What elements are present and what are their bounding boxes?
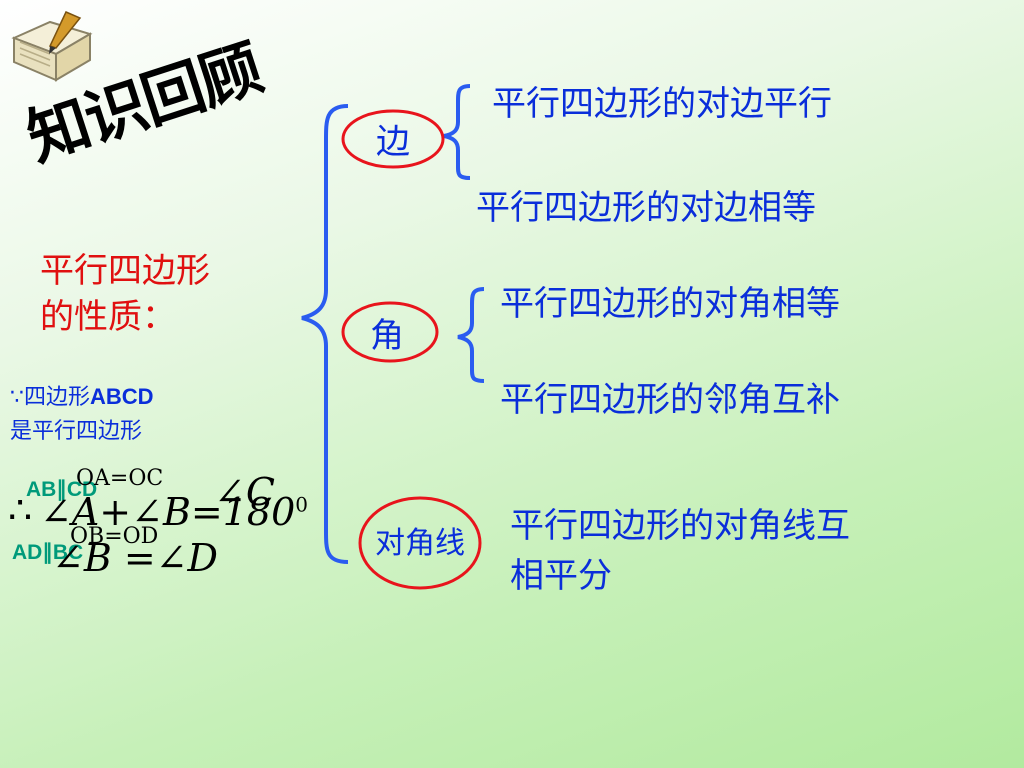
- given-statement: ∵四边形ABCD 是平行四边形: [10, 380, 154, 449]
- given-line1: ∵四边形ABCD: [10, 380, 154, 415]
- properties-heading-line2: 的性质：: [40, 297, 176, 337]
- angle-sum-equation: ∠A+∠B=1800: [40, 490, 308, 534]
- given-line2: 是平行四边形: [10, 419, 143, 444]
- conclusion-ob-od: OB=OD: [70, 524, 159, 549]
- given-name: ABCD: [90, 384, 154, 409]
- properties-heading-line1: 平行四边形: [40, 251, 210, 291]
- main-brace: [301, 104, 349, 564]
- prop-diagonals-bisect-line1: 平行四边形的对角线互: [510, 506, 850, 546]
- conclusion-oa-oc: OA=OC: [76, 466, 164, 491]
- prop-opposite-angles-equal: 平行四边形的对角相等: [500, 284, 840, 324]
- prop-adjacent-angles-supplementary: 平行四边形的邻角互补: [500, 380, 840, 420]
- prop-opposite-sides-equal: 平行四边形的对边相等: [476, 188, 816, 228]
- conclusion-ab-cd: AB∥CD: [26, 478, 98, 501]
- angle-sum-text: ∠A+∠B=180: [40, 490, 296, 534]
- book-icon: [6, 8, 98, 90]
- angle-b-equals-d: ∠B =∠D: [52, 536, 218, 580]
- prop-opposite-sides-parallel: 平行四边形的对边平行: [492, 84, 832, 124]
- angle-ellipse: [341, 301, 439, 363]
- node-angle: 角: [370, 316, 404, 356]
- node-edge: 边: [376, 122, 410, 162]
- therefore-symbol: ∴: [8, 488, 33, 532]
- conclusion-ad-bc: AD∥BC: [12, 541, 84, 564]
- degree-mark: 0: [295, 492, 308, 517]
- properties-heading: 平行四边形 的性质：: [40, 248, 210, 340]
- prop-diagonals-bisect-line2: 相平分: [510, 556, 612, 596]
- given-prefix: ∵四边形: [10, 385, 90, 410]
- edge-ellipse: [341, 109, 445, 169]
- diagonal-ellipse: [358, 496, 482, 590]
- angle-brace: [457, 287, 485, 383]
- node-diagonal: 对角线: [375, 526, 465, 561]
- angle-c: ∠C: [214, 470, 275, 514]
